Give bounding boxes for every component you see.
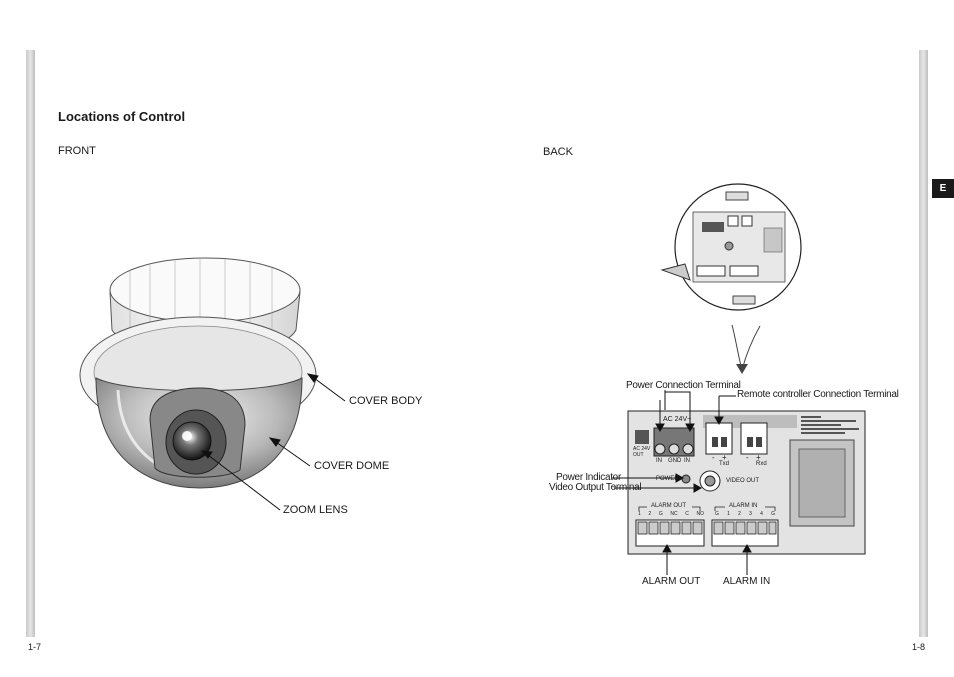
video-out-panel-label: VIDEO OUT <box>726 478 760 484</box>
alarm-in-pin: 3 <box>749 511 752 517</box>
power-panel-label: POWER <box>656 476 679 482</box>
alarm-out-pin-row: 1 2 G NC C NO <box>638 511 704 517</box>
alarm-out-pin: 2 <box>648 511 652 517</box>
power-indicator-callout: Power Indicator <box>556 472 621 483</box>
front-heading: FRONT <box>58 145 96 157</box>
language-tab: E <box>932 179 954 198</box>
rxd-label: Rxd <box>756 461 767 467</box>
txd-minus: - <box>712 453 715 462</box>
page-number-left: 1-7 <box>28 642 42 652</box>
alarm-out-pin: C <box>685 511 689 517</box>
remote-controller-terminal-callout: Remote controller Connection Terminal <box>737 389 899 400</box>
ac-24v-label: AC 24V~ <box>663 416 692 423</box>
video-output-terminal-callout: Video Output Terminal <box>549 482 642 493</box>
rxd-plus: + <box>756 453 761 462</box>
terminal-in-label: IN <box>656 458 662 464</box>
alarm-in-pin-row: G 1 2 3 4 G <box>715 511 775 517</box>
alarm-in-pin: G <box>771 511 775 517</box>
terminal-gnd-label: GND <box>668 458 682 464</box>
alarm-out-pin: 1 <box>638 511 641 517</box>
alarm-in-callout: ALARM IN <box>723 576 771 587</box>
back-heading: BACK <box>543 146 573 158</box>
terminal-in2-label: IN <box>684 458 690 464</box>
right-margin-bar <box>919 50 928 637</box>
alarm-out-callout: ALARM OUT <box>642 576 701 587</box>
left-margin-bar <box>26 50 35 637</box>
alarm-in-pin: 2 <box>738 511 741 517</box>
cover-dome-label: COVER DOME <box>314 460 390 472</box>
alarm-out-pin: NO <box>696 511 704 517</box>
alarm-out-pin: G <box>658 511 663 517</box>
alarm-in-panel-label: ALARM IN <box>729 503 758 509</box>
alarm-in-pin: 1 <box>727 511 730 517</box>
ac-24v-out-label: AC 24V OUT <box>633 446 651 458</box>
alarm-out-pin: NC <box>670 511 678 517</box>
power-connection-terminal-callout: Power Connection Terminal <box>626 380 741 391</box>
alarm-out-panel-label: ALARM OUT <box>651 503 687 509</box>
cover-body-label: COVER BODY <box>349 395 423 407</box>
page-number-right: 1-8 <box>912 642 926 652</box>
zoom-lens-label: ZOOM LENS <box>283 504 348 516</box>
section-title: Locations of Control <box>58 109 186 124</box>
txd-label: Txd <box>719 461 730 467</box>
alarm-in-pin: 4 <box>760 511 763 517</box>
txd-plus: + <box>722 453 727 462</box>
alarm-in-pin: G <box>715 511 719 517</box>
rxd-minus: - <box>746 453 749 462</box>
